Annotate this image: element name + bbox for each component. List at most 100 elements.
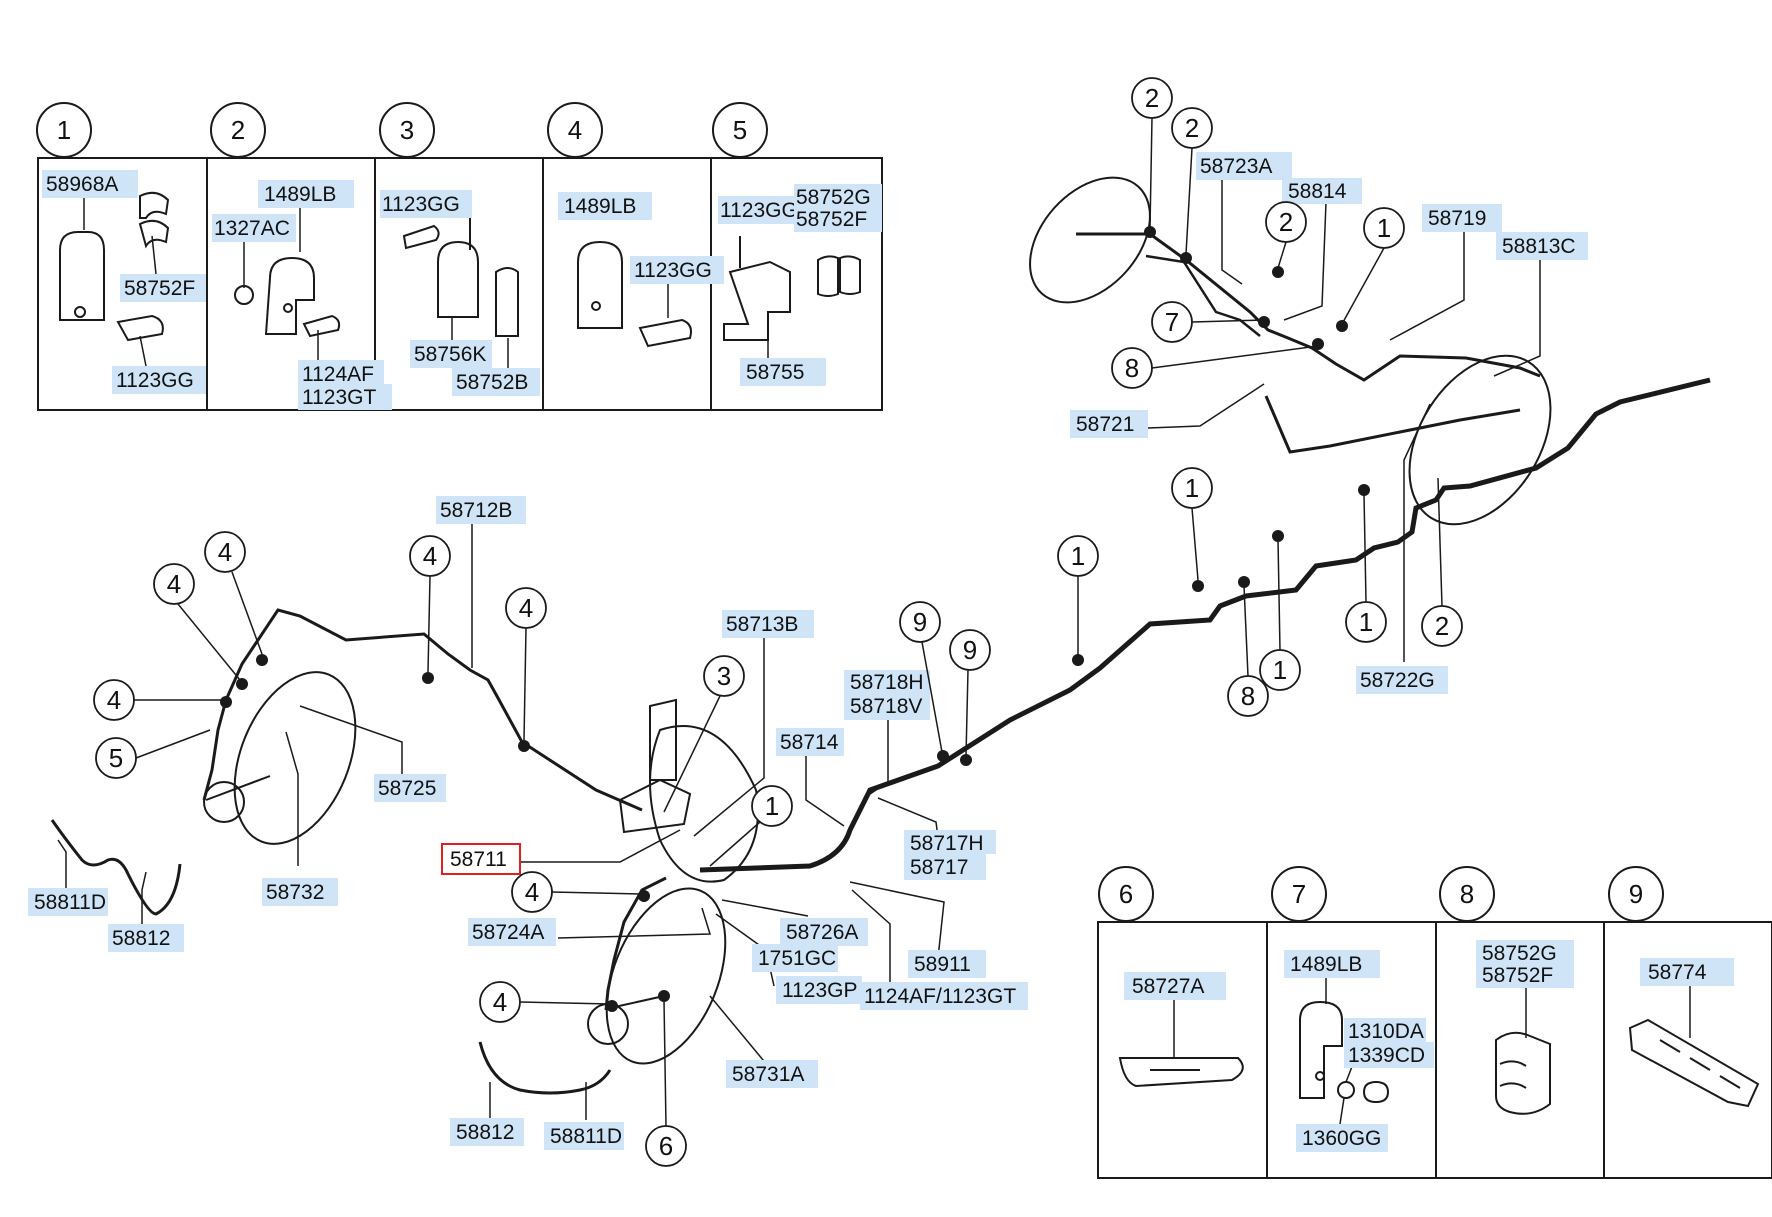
panel-number-2: 2 (210, 102, 266, 158)
label-1124AF: 1124AF (302, 363, 374, 386)
svg-text:4: 4 (107, 685, 121, 715)
label-58814: 58814 (1288, 180, 1347, 203)
panel-number-3: 3 (379, 102, 435, 158)
label-58811D-left: 58811D (34, 891, 106, 914)
svg-text:7: 7 (1165, 307, 1179, 337)
label-58714: 58714 (780, 731, 839, 754)
svg-text:3: 3 (400, 115, 414, 145)
svg-text:1: 1 (765, 791, 779, 821)
svg-text:6: 6 (659, 1131, 673, 1161)
callout-1-center: 1 (751, 785, 793, 827)
svg-text:5: 5 (733, 115, 747, 145)
clip-bolt-drawing (234, 256, 341, 338)
callout-left-5: 5 (95, 737, 137, 779)
svg-text:1: 1 (1273, 655, 1287, 685)
label-58721: 58721 (1076, 413, 1134, 436)
callout-top-4a: 4 (409, 535, 451, 577)
label-58812-left: 58812 (112, 927, 170, 950)
label-58718V: 58718V (850, 695, 922, 718)
panel-5-labels: 1123GG 58752G 58752F 58755 (718, 184, 882, 386)
svg-text:8: 8 (1125, 353, 1139, 383)
svg-text:1: 1 (1185, 473, 1199, 503)
panel-1-labels: 58968A 58752F 1123GG (42, 170, 206, 394)
callout-3: 3 (703, 655, 745, 697)
callout-rt-2c: 2 (1265, 201, 1307, 243)
svg-text:1: 1 (1071, 541, 1085, 571)
panel-number-7: 7 (1271, 866, 1327, 922)
label-1123GP: 1123GP (782, 979, 858, 1002)
label-1339CD: 1339CD (1348, 1044, 1425, 1067)
panel-number-4: 4 (547, 102, 603, 158)
label-1489LB-p2: 1489LB (264, 183, 336, 206)
svg-text:9: 9 (913, 607, 927, 637)
label-58811D-bottom: 58811D (550, 1125, 622, 1148)
label-58813C: 58813C (1502, 235, 1576, 258)
svg-text:2: 2 (1279, 207, 1293, 237)
label-58722G: 58722G (1360, 669, 1435, 692)
label-58752F-p5: 58752F (796, 208, 867, 231)
label-58752F-p1: 58752F (124, 277, 195, 300)
label-58774: 58774 (1648, 961, 1707, 984)
callout-6: 6 (645, 1125, 687, 1167)
label-1310DA: 1310DA (1348, 1020, 1424, 1043)
panel-leader-lines (83, 198, 769, 368)
brake-hoses (50, 819, 612, 1095)
label-58752F-p8: 58752F (1482, 964, 1553, 987)
callout-4-center: 4 (511, 871, 553, 913)
bottom-panel-drawings (1118, 1000, 1760, 1115)
label-58752G-p8: 58752G (1482, 942, 1557, 965)
label-1123GG-p3: 1123GG (382, 193, 460, 216)
label-58711[interactable]: 58711 (450, 848, 507, 871)
label-58731A: 58731A (732, 1063, 804, 1086)
svg-text:2: 2 (1435, 611, 1449, 641)
label-58726A: 58726A (786, 921, 858, 944)
svg-text:4: 4 (423, 541, 437, 571)
label-58911: 58911 (914, 953, 971, 976)
svg-text:4: 4 (519, 593, 533, 623)
panel-2-labels: 1489LB 1327AC 1124AF 1123GT (212, 180, 392, 410)
callout-left-4c: 4 (93, 679, 135, 721)
panel-number-9: 9 (1608, 866, 1664, 922)
label-58812-bottom: 58812 (456, 1121, 514, 1144)
callout-top-4b: 4 (505, 587, 547, 629)
svg-text:4: 4 (167, 569, 181, 599)
label-1123GT: 1123GT (302, 386, 376, 409)
svg-text:1: 1 (1377, 213, 1391, 243)
panel-number-6: 6 (1098, 866, 1154, 922)
label-58756K: 58756K (414, 343, 486, 366)
svg-text:3: 3 (717, 661, 731, 691)
detail-panels-top: 1 2 3 4 5 (36, 102, 883, 411)
clip-bracket-drawing (59, 191, 170, 342)
callout-9a: 9 (899, 601, 941, 643)
label-58718H: 58718H (850, 671, 924, 694)
panel-4-labels: 1489LB 1123GG (558, 192, 724, 284)
highlight-box-58711[interactable] (441, 843, 521, 875)
bracket-bolt-drawing (577, 240, 692, 348)
callout-rt-7: 7 (1151, 301, 1193, 343)
label-58732: 58732 (266, 881, 324, 904)
label-1124AF-1123GT: 1124AF/1123GT (864, 985, 1016, 1008)
svg-text:1: 1 (1359, 607, 1373, 637)
label-58724A: 58724A (472, 921, 544, 944)
label-58719: 58719 (1428, 207, 1486, 230)
callout-rt-2a: 2 (1131, 77, 1173, 119)
callout-left-4b: 4 (153, 563, 195, 605)
panel-3-labels: 1123GG 58756K 58752B (380, 190, 540, 396)
callout-1-mid: 1 (1057, 535, 1099, 577)
callout-rt-1: 1 (1363, 207, 1405, 249)
panel-8-labels: 58752G 58752F (1476, 940, 1574, 988)
label-58717H: 58717H (910, 832, 984, 855)
label-1751GC: 1751GC (758, 947, 836, 970)
clamp-drawing (402, 208, 519, 337)
callout-1-mid4: 1 (1259, 649, 1301, 691)
junction-dots (220, 226, 1370, 1012)
svg-text:4: 4 (568, 115, 582, 145)
label-58968A: 58968A (46, 173, 118, 196)
svg-text:7: 7 (1292, 879, 1306, 909)
detail-panels-bottom: 6 7 8 9 58727A 1489LB (1097, 866, 1772, 1179)
svg-text:5: 5 (109, 743, 123, 773)
panel-6-labels: 58727A (1124, 972, 1226, 1000)
svg-text:8: 8 (1241, 681, 1255, 711)
label-1327AC: 1327AC (214, 217, 290, 240)
callout-left-4a: 4 (204, 531, 246, 573)
